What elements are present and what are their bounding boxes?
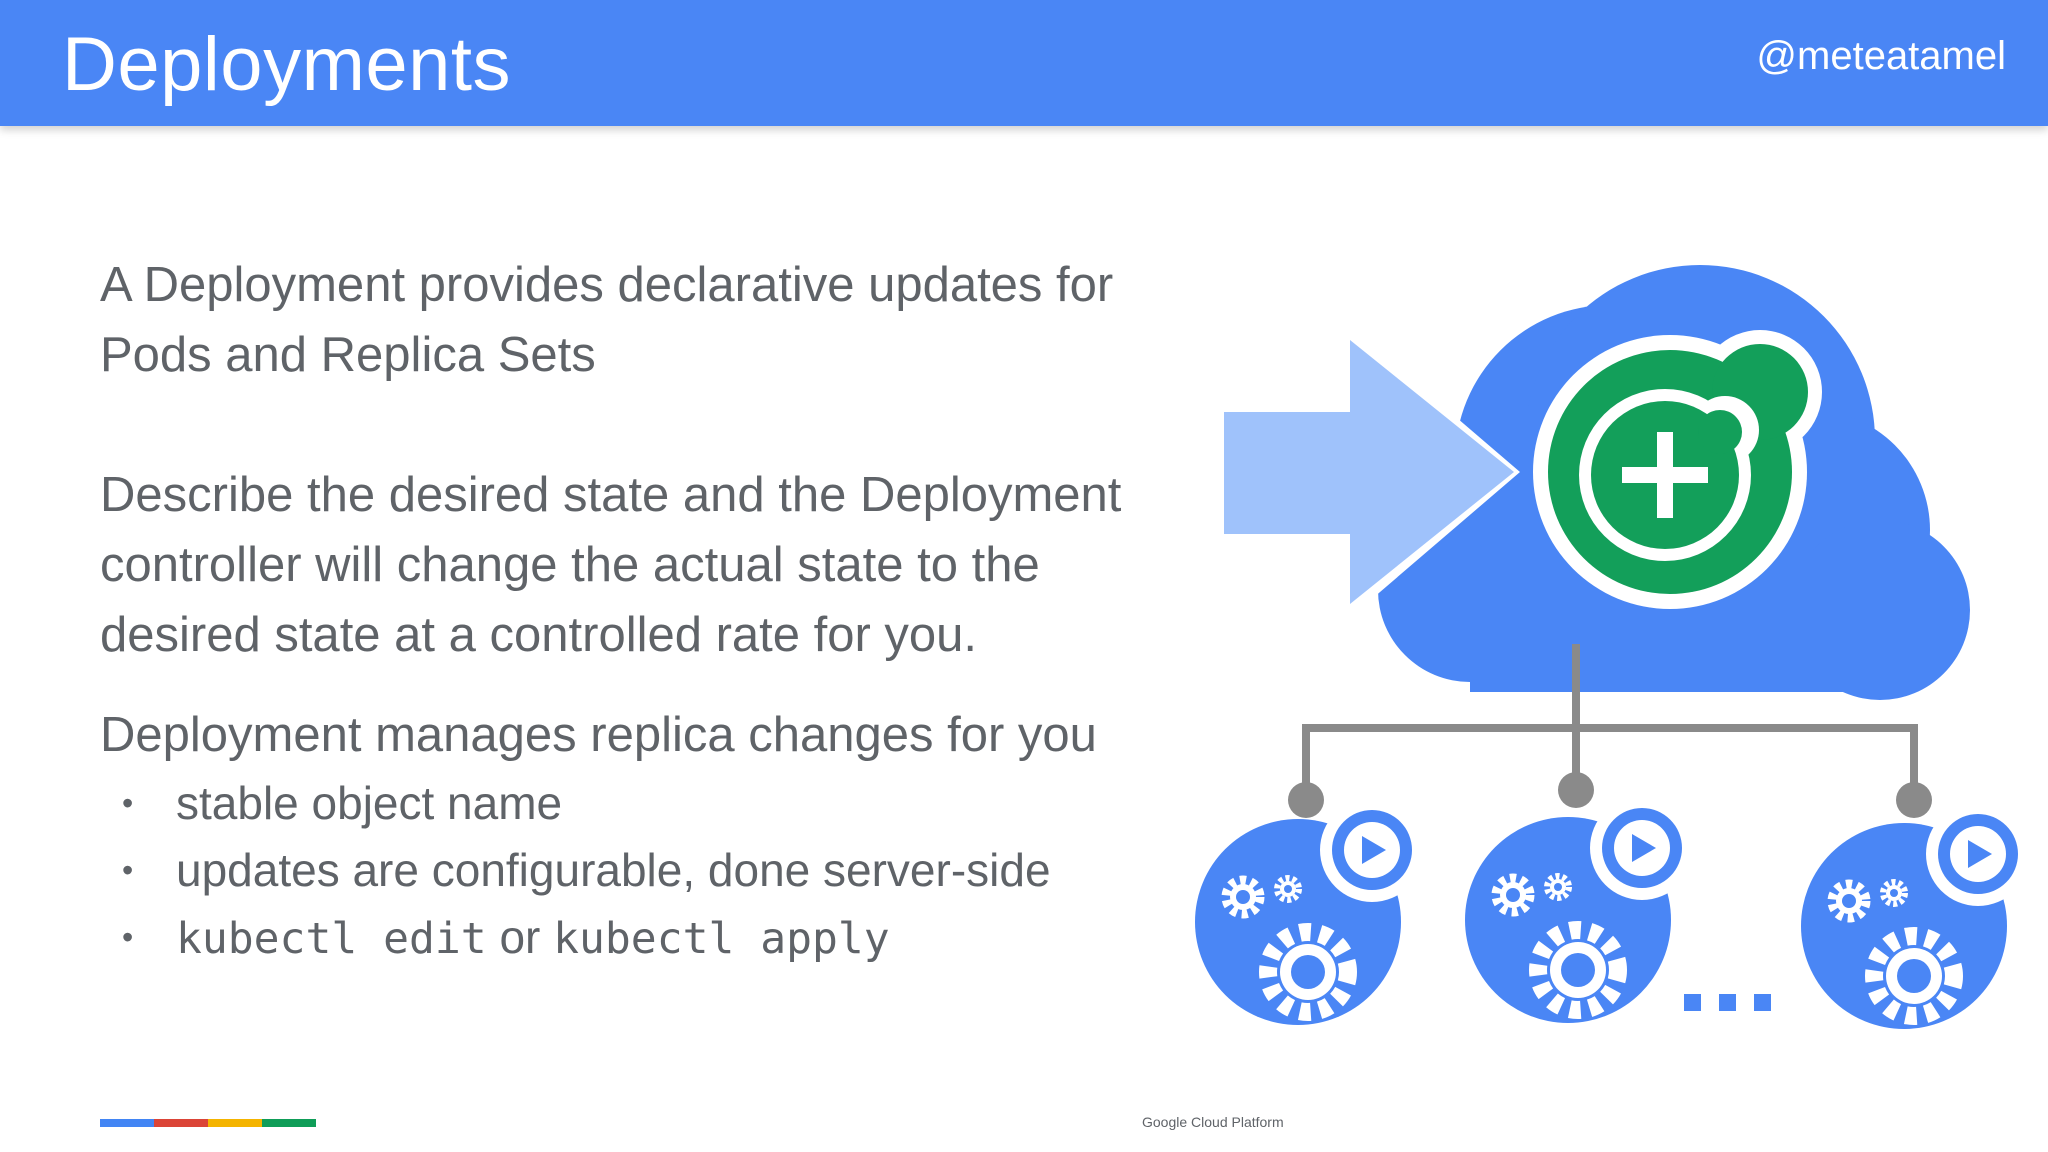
color-segment-yellow [208,1119,262,1127]
deployment-plus-icon [1533,330,1822,609]
footer-platform-label: Google Cloud Platform [1142,1114,1284,1130]
paragraph-replica-changes: Deployment manages replica changes for y… [100,708,1097,762]
code-kubectl-apply: kubectl apply [553,914,890,964]
color-segment-green [262,1119,316,1127]
deployment-diagram [1180,265,2040,1040]
bullet-or-text: or [486,911,554,963]
arrow-right-icon [1220,322,1520,622]
google-color-bar [100,1119,316,1127]
code-kubectl-edit: kubectl edit [176,914,487,964]
list-item: • updates are configurable, done server-… [100,837,1180,904]
pod-gears-icon [1465,796,1694,1023]
bullet-text: updates are configurable, done server-si… [176,844,1051,896]
header-bar: Deployments @meteatamel [0,0,2048,126]
connector-nodes [1288,772,1932,818]
bullet-marker: • [122,852,134,888]
bullet-text: stable object name [176,777,563,829]
pod-gears-icon [1195,798,1424,1025]
ellipsis-icon [1684,994,1771,1011]
slide-content: A Deployment provides declarative update… [100,250,1180,973]
color-segment-blue [100,1119,154,1127]
page-title: Deployments [62,22,512,107]
paragraph-definition: A Deployment provides declarative update… [100,258,1114,382]
color-segment-red [154,1119,208,1127]
list-item: • kubectl edit or kubectl apply [100,904,1180,973]
paragraph-desired-state: Describe the desired state and the Deplo… [100,468,1122,662]
bullet-list: • stable object name • updates are confi… [100,770,1180,973]
bullet-marker: • [122,919,134,955]
bullet-marker: • [122,785,134,821]
connector-lines [1302,644,1918,800]
list-item: • stable object name [100,770,1180,837]
pod-gears-icon [1801,802,2030,1029]
twitter-handle: @meteatamel [1756,34,2006,78]
